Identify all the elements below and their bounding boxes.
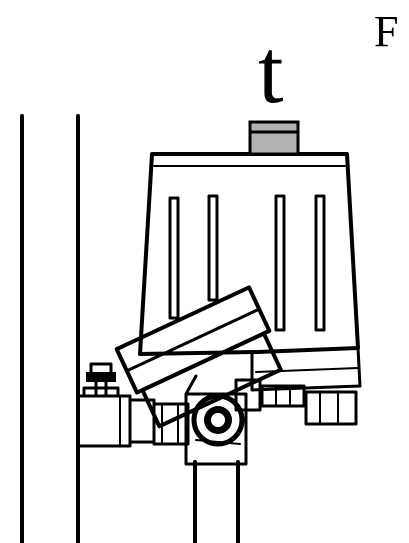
figure-letter: F <box>374 7 398 56</box>
cap-body <box>248 120 300 156</box>
housing-ribs <box>168 194 326 332</box>
valve-body <box>184 392 248 466</box>
horizontal-pipe-fitting <box>76 394 190 448</box>
valve-port-center <box>211 413 225 427</box>
part-label: t <box>258 20 284 122</box>
actuator-housing <box>138 152 362 392</box>
coupler-parts <box>184 374 358 426</box>
lower-pipe <box>193 460 240 543</box>
top-cap <box>248 120 300 156</box>
manual-valve-handle <box>82 362 120 398</box>
vertical-wall-pipe <box>20 114 80 543</box>
valve-port <box>191 393 245 447</box>
